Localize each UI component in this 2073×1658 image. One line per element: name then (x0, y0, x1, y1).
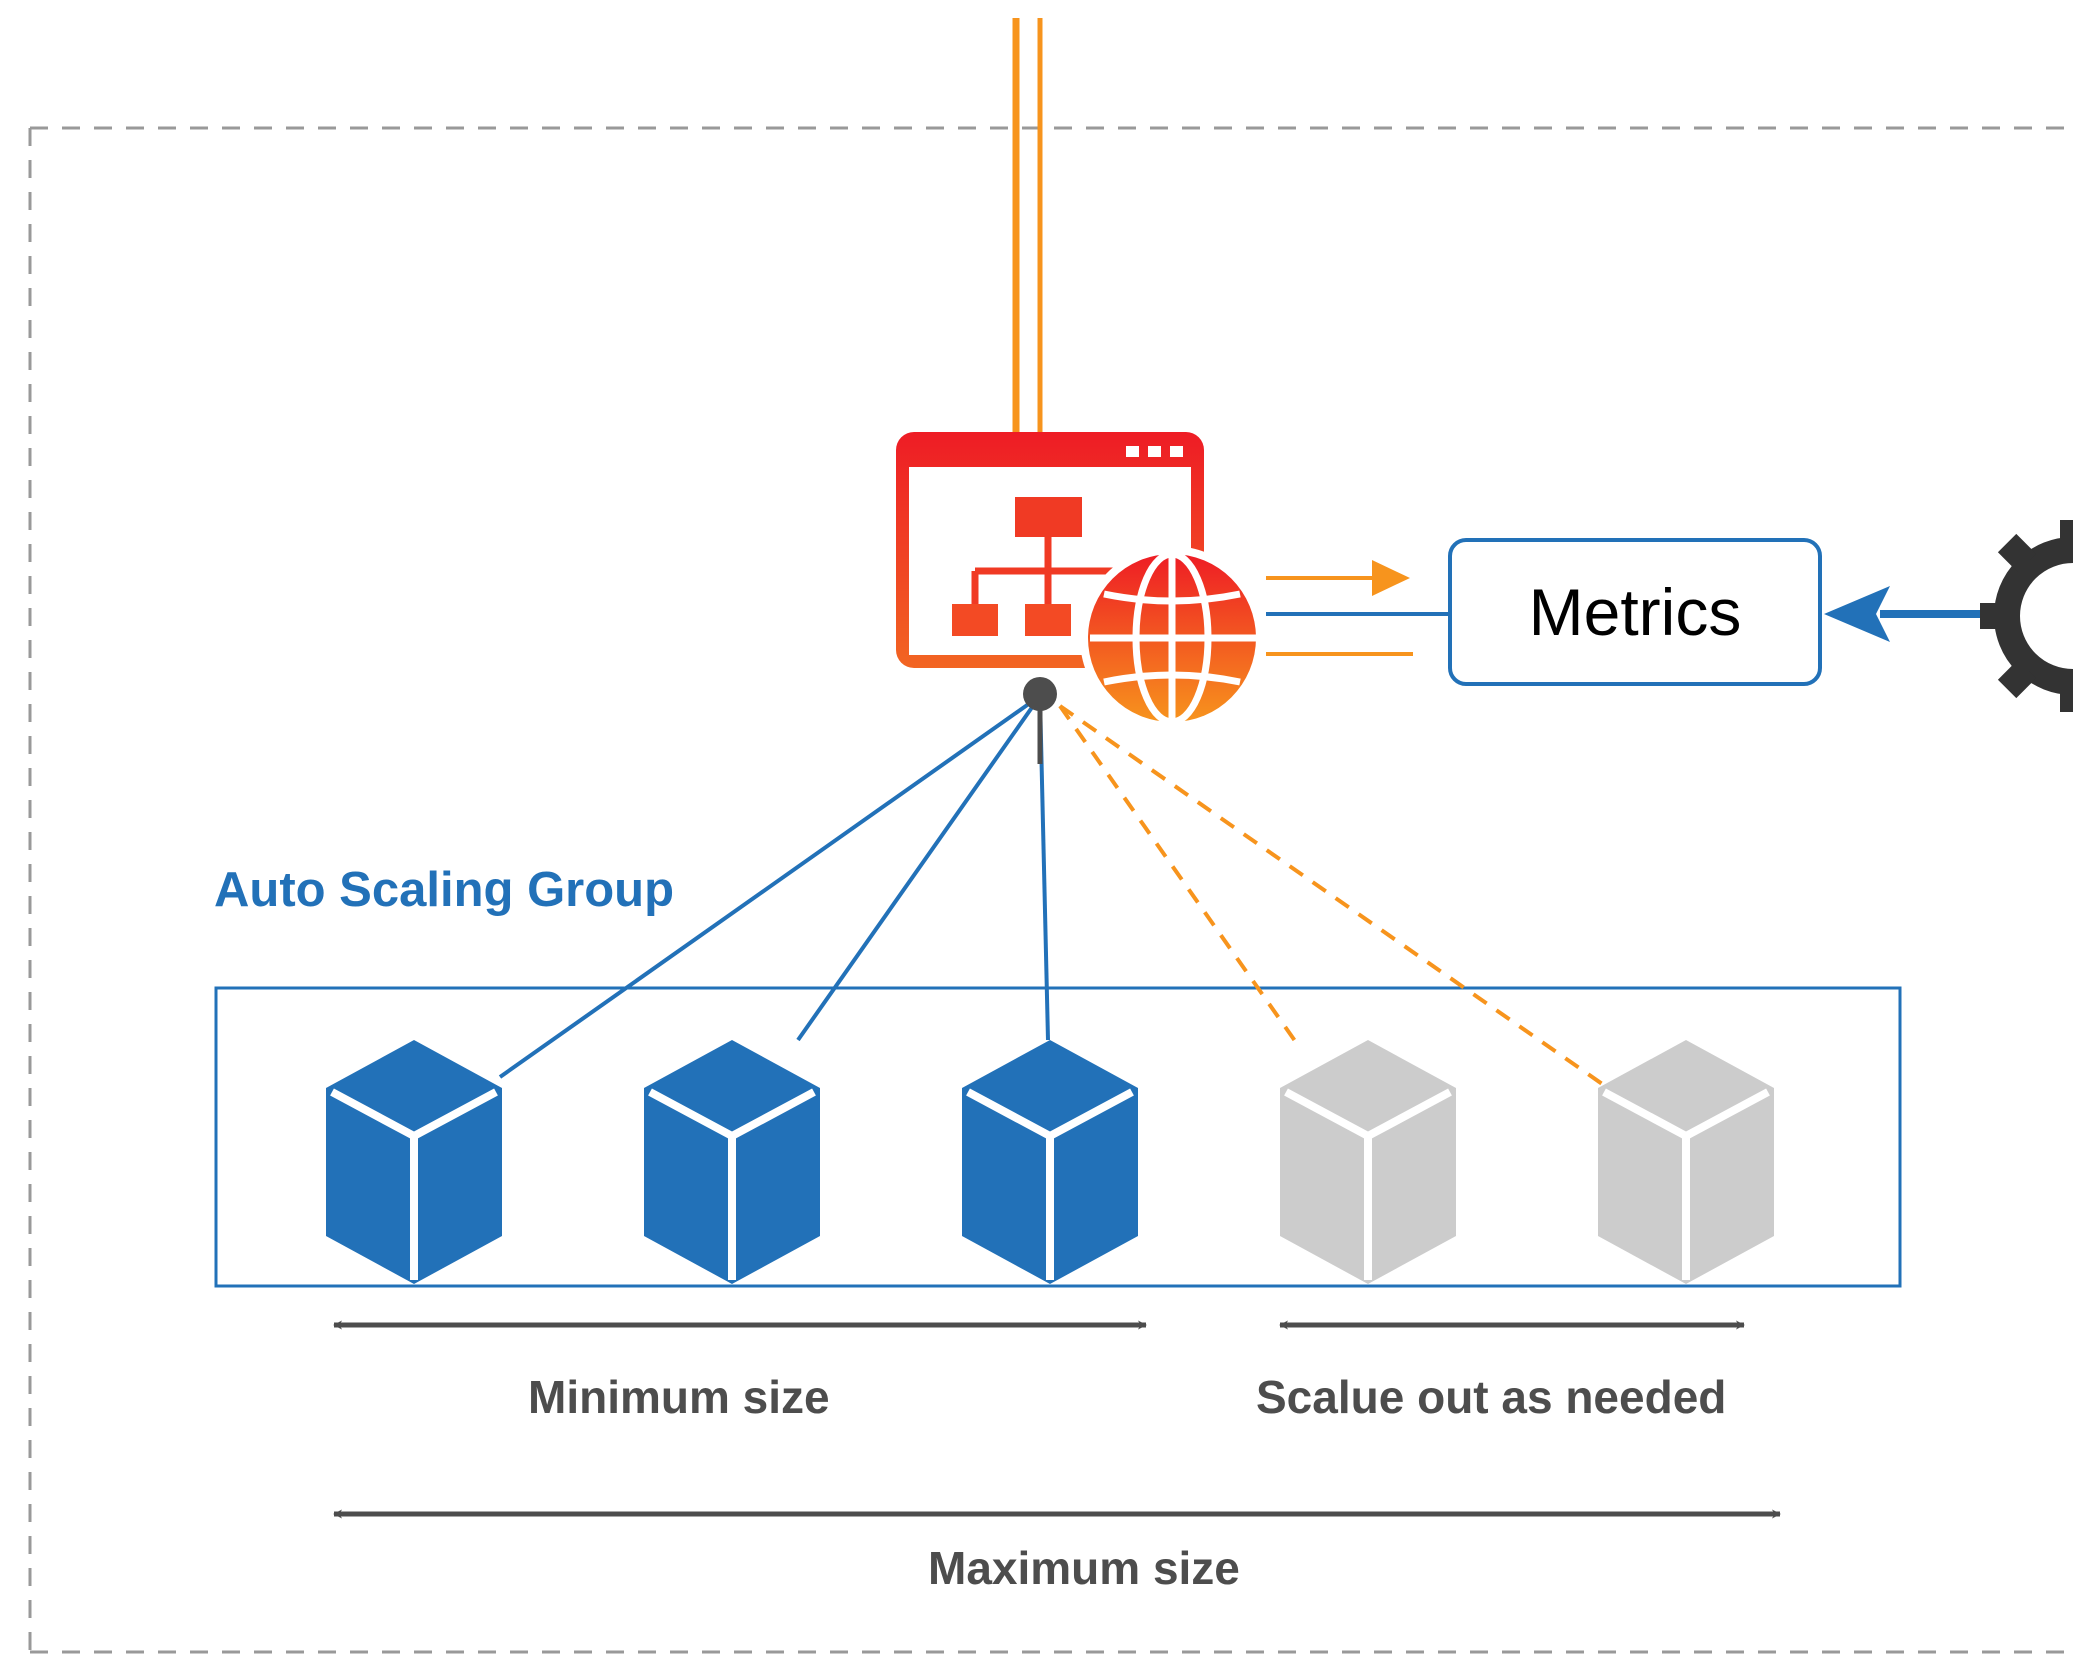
pending-connections (1058, 704, 1610, 1090)
lb-connection-dot (1023, 677, 1057, 711)
scale-out-label: Scalue out as needed (1256, 1371, 1727, 1423)
instances-row (326, 1040, 1774, 1284)
maximum-size-label: Maximum size (928, 1542, 1240, 1594)
metrics-label: Metrics (1528, 575, 1742, 649)
cube-icon[interactable] (1598, 1040, 1774, 1284)
gear-to-metrics-arrow (1824, 586, 1986, 642)
cube-icon[interactable] (962, 1040, 1138, 1284)
minimum-size-label: Minimum size (528, 1371, 830, 1423)
size-arrows (333, 1320, 1781, 1519)
metrics-node[interactable]: Metrics (1448, 538, 1822, 686)
outer-boundary (28, 126, 2073, 1658)
cube-icon[interactable] (326, 1040, 502, 1284)
incoming-traffic (1012, 18, 1043, 432)
auto-scaling-group-box (214, 986, 1902, 1288)
cube-icon[interactable] (1280, 1040, 1456, 1284)
cube-icon[interactable] (644, 1040, 820, 1284)
globe-icon (1080, 546, 1264, 730)
gear-icon (1980, 520, 2073, 712)
auto-scaling-group-title: Auto Scaling Group (214, 863, 675, 917)
lb-metrics-links (1266, 560, 1448, 656)
